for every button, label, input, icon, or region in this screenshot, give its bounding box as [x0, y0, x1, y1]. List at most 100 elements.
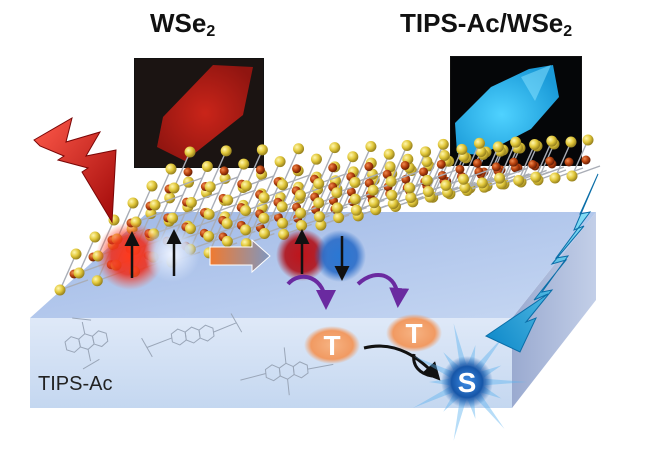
selenium-atom [350, 204, 362, 216]
starburst-ray [412, 386, 453, 409]
triplet-label: T [323, 330, 340, 361]
selenium-atom [333, 212, 345, 224]
selenium-atom [204, 181, 216, 193]
selenium-atom [240, 180, 252, 192]
lattice-bond [390, 145, 408, 182]
lattice-bond [244, 174, 263, 211]
lattice-bond [209, 150, 227, 188]
selenium-atom [367, 184, 379, 196]
selenium-atom [258, 227, 270, 239]
selenium-atom [494, 172, 506, 184]
triplet-fusion-arrow [363, 344, 441, 381]
selenium-atom [165, 163, 177, 175]
tungsten-atom [364, 162, 374, 172]
selenium-atom [457, 173, 469, 185]
lattice-bond [445, 149, 463, 186]
selenium-atom [401, 139, 413, 151]
selenium-atom [258, 212, 270, 224]
selenium-atom [404, 182, 416, 194]
hole-pale [144, 226, 200, 282]
energy-transfer-arrow-icon [286, 274, 336, 310]
emission-bolt-icon [484, 173, 599, 353]
dark-exciton [276, 229, 366, 282]
selenium-atom [475, 146, 487, 158]
tungsten-atom [183, 167, 193, 177]
selenium-atom [146, 180, 158, 192]
selenium-atom [149, 199, 161, 211]
selenium-atom [293, 143, 305, 155]
tips-ac-molecule [141, 313, 243, 358]
selenium-atom [221, 235, 233, 247]
tips-ac-molecules [64, 313, 334, 396]
lattice-bond [171, 181, 190, 219]
wse2-title-subscript: 2 [206, 23, 216, 40]
selenium-atom [238, 158, 250, 170]
lattice-bond [59, 253, 77, 291]
selenium-atom [313, 211, 325, 223]
lattice-bond [318, 166, 336, 204]
selenium-atom [513, 174, 525, 186]
wse2-pl-image [134, 58, 264, 168]
triplet-left: T [304, 326, 360, 364]
tungsten-atom [491, 162, 501, 172]
selenium-atom [349, 177, 361, 189]
selenium-atom [476, 177, 488, 189]
tips-flake-shape [455, 65, 559, 155]
singlet-core [441, 356, 493, 408]
lattice-bond [372, 153, 390, 191]
lattice-bond [263, 161, 281, 198]
selenium-atom [295, 207, 307, 219]
selenium-atom [422, 185, 434, 197]
tungsten-atom [328, 163, 338, 173]
tungsten-atom [472, 158, 482, 168]
lattice-bond [227, 163, 245, 201]
tungsten-atom [292, 164, 302, 174]
selenium-atom [473, 137, 485, 149]
selenium-atom [386, 189, 398, 201]
bright-exciton [96, 222, 200, 290]
lattice-bond [408, 151, 427, 189]
selenium-atom [127, 197, 139, 209]
lattice-bond [354, 146, 372, 183]
lattice-bond [571, 139, 589, 177]
tungsten-atom [564, 157, 574, 167]
lattice-bond [481, 146, 499, 184]
lattice-bond [554, 141, 572, 179]
selenium-atom [510, 136, 522, 148]
selenium-atom [313, 197, 325, 209]
selenium-atom [240, 238, 252, 250]
lattice-bond [281, 148, 300, 186]
lattice-bond [426, 144, 444, 181]
tungsten-atom [455, 164, 465, 174]
tungsten-atom [400, 160, 410, 170]
selenium-atom [201, 161, 213, 173]
selenium-atom [384, 161, 396, 173]
selenium-atom [310, 153, 322, 165]
selenium-atom [167, 212, 179, 224]
selenium-atom [315, 219, 327, 231]
selenium-atom [565, 136, 577, 148]
singlet-label: S [458, 367, 477, 398]
lattice-bond [208, 200, 226, 237]
selenium-atom [203, 208, 215, 220]
selenium-atom [405, 192, 417, 204]
lattice-bond [154, 168, 172, 206]
selenium-atom [277, 217, 289, 229]
selenium-atom [368, 197, 380, 209]
selenium-atom [296, 220, 308, 232]
lattice-bond [462, 142, 481, 180]
selenium-atom [276, 201, 288, 213]
lattice-bond [299, 158, 318, 196]
selenium-atom [383, 148, 395, 160]
selenium-atom [546, 135, 558, 147]
intersystem-block-arrow [209, 238, 271, 274]
selenium-atom [365, 141, 377, 153]
selenium-atom [456, 143, 468, 155]
selenium-atom [91, 275, 103, 287]
lattice-bond [173, 151, 191, 189]
lattice-bond [190, 166, 209, 203]
tungsten-atom [419, 167, 429, 177]
triplet-label: T [405, 318, 422, 349]
selenium-atom [54, 284, 66, 296]
